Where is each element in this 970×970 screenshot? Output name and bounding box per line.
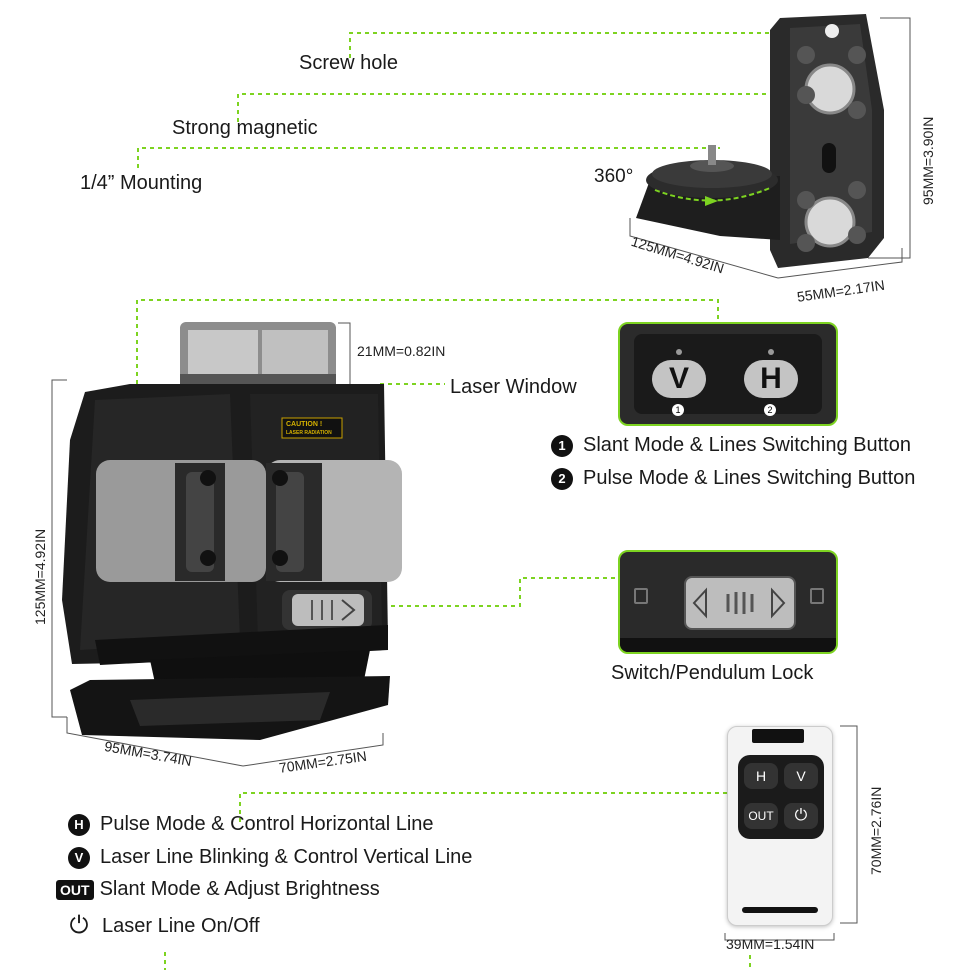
- caution-label: CAUTION ! LASER RADIATION: [286, 421, 332, 437]
- h-icon: H: [68, 813, 90, 836]
- legend-item-power: ⏻ Laser Line On/Off: [66, 912, 260, 940]
- legend-item-power-text: Laser Line On/Off: [102, 914, 260, 937]
- mode-buttons-panel: V H 1 2: [618, 322, 838, 426]
- power-icon: ⏻: [69, 912, 89, 939]
- out-icon: OUT: [56, 879, 94, 900]
- h-button[interactable]: H: [744, 360, 798, 398]
- lock-panel-label: Switch/Pendulum Lock: [611, 662, 814, 684]
- v-button[interactable]: V: [652, 360, 706, 398]
- caution-subtitle: LASER RADIATION: [286, 430, 332, 436]
- screw-hole-label: Screw hole: [299, 52, 398, 74]
- number-2-icon: 2: [551, 467, 573, 490]
- rotation-360-label: 360°: [594, 166, 634, 187]
- legend-item-h-text: Pulse Mode & Control Horizontal Line: [100, 813, 434, 835]
- mounting-label: 1/4” Mounting: [80, 172, 203, 194]
- button-desc-1: 1 Slant Mode & Lines Switching Button: [551, 434, 911, 457]
- number-1-icon: 1: [551, 434, 573, 457]
- remote-control: H V OUT ⏻: [727, 726, 833, 926]
- legend-item-v: V Laser Line Blinking & Control Vertical…: [68, 846, 472, 869]
- legend-item-out-text: Slant Mode & Adjust Brightness: [99, 878, 380, 900]
- lock-open-icon: [810, 588, 824, 604]
- legend-item-v-text: Laser Line Blinking & Control Vertical L…: [100, 846, 473, 868]
- pendulum-lock-panel: [618, 550, 838, 654]
- lock-switch[interactable]: [684, 576, 796, 630]
- button-desc-1-text: Slant Mode & Lines Switching Button: [583, 434, 911, 456]
- button-number-2: 2: [764, 404, 776, 416]
- remote-v-button[interactable]: V: [784, 763, 818, 789]
- caution-title: CAUTION !: [286, 421, 323, 428]
- device-height-dim: 125MM=4.92IN: [32, 528, 48, 625]
- v-icon: V: [68, 846, 90, 869]
- button-number-1: 1: [672, 404, 684, 416]
- lock-closed-icon: [634, 588, 648, 604]
- device-top-dim: 21MM=0.82IN: [357, 343, 446, 359]
- remote-h-button[interactable]: H: [744, 763, 778, 789]
- button-desc-2-text: Pulse Mode & Lines Switching Button: [583, 467, 916, 489]
- remote-out-button[interactable]: OUT: [744, 803, 778, 829]
- legend-item-out: OUT Slant Mode & Adjust Brightness: [56, 878, 380, 901]
- laser-window-label: Laser Window: [450, 376, 577, 398]
- legend-item-h: H Pulse Mode & Control Horizontal Line: [68, 813, 434, 836]
- strong-magnetic-label: Strong magnetic: [172, 117, 318, 139]
- remote-power-button[interactable]: ⏻: [784, 803, 818, 829]
- remote-width-dim: 39MM=1.54IN: [726, 936, 815, 952]
- lock-switch-glyphs: [692, 587, 786, 619]
- remote-height-dim: 70MM=2.76IN: [868, 786, 884, 875]
- button-desc-2: 2 Pulse Mode & Lines Switching Button: [551, 467, 915, 490]
